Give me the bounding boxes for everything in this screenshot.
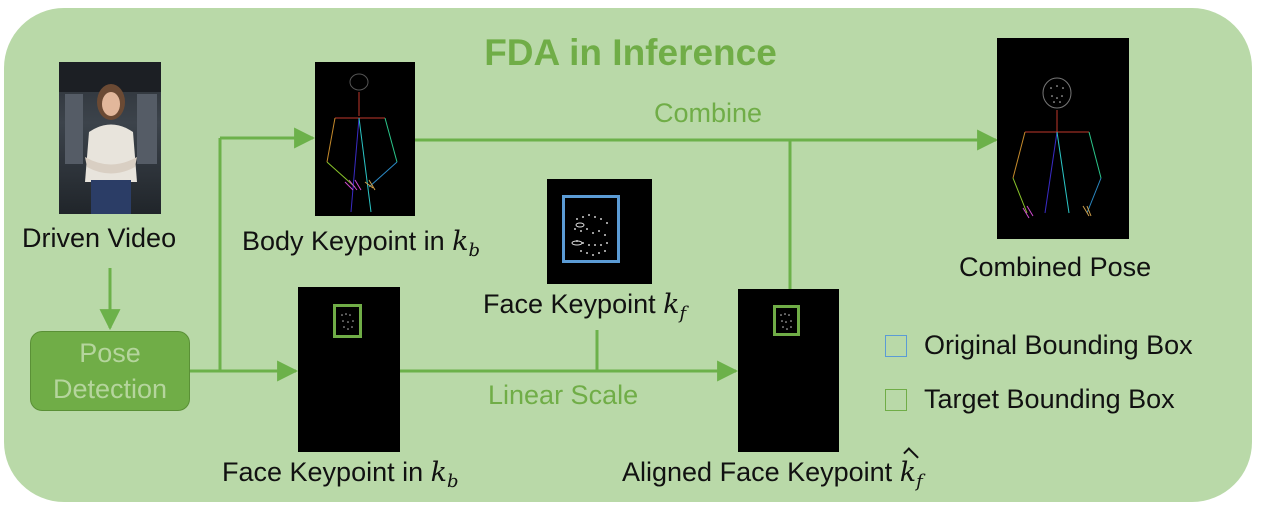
- target-bounding-box: [333, 304, 362, 338]
- face-keypoint-kb-label: Face Keypoint in kb: [222, 457, 459, 492]
- face-keypoint-kf-sub: f: [679, 303, 687, 324]
- aligned-face-text: Aligned Face Keypoint: [622, 457, 900, 487]
- combined-pose-label: Combined Pose: [959, 252, 1152, 282]
- legend-target-swatch: [885, 389, 907, 411]
- linear-scale-label: Linear Scale: [488, 380, 639, 410]
- body-keypoint-k: k: [452, 226, 469, 257]
- face-keypoint-kb-symbol: kb: [430, 457, 459, 492]
- aligned-face-sub: f: [916, 471, 923, 492]
- legend-target-label: Target Bounding Box: [924, 384, 1175, 414]
- pose-detection-box: Pose Detection: [30, 331, 190, 411]
- body-keypoint-sub: b: [468, 240, 481, 261]
- aligned-face-k-hat: k: [899, 457, 917, 488]
- small-face-mesh-graphic: [341, 313, 354, 330]
- body-keypoint-image: [315, 62, 415, 216]
- face-keypoint-kb-sub: b: [447, 471, 459, 492]
- face-keypoint-kf-text: Face Keypoint: [483, 289, 664, 319]
- face-keypoint-kb-k: k: [430, 457, 447, 488]
- skeleton-graphic: [326, 73, 398, 213]
- face-keypoint-kf-symbol: kf: [663, 289, 686, 324]
- aligned-face-mesh-graphic: [780, 313, 792, 330]
- diagram-title: FDA in Inference: [484, 32, 777, 73]
- aligned-target-bounding-box: [773, 305, 800, 336]
- combined-pose-image: [997, 38, 1129, 239]
- face-keypoint-kf-image: [547, 179, 652, 284]
- driven-video-label: Driven Video: [22, 223, 177, 253]
- original-bounding-box: [562, 195, 620, 263]
- body-keypoint-symbol: kb: [452, 226, 480, 261]
- legend-original-swatch: [885, 335, 907, 357]
- aligned-face-symbol: kf: [899, 457, 923, 492]
- pose-detection-label-line2: Detection: [52, 374, 168, 404]
- face-keypoint-kb-image: [298, 287, 400, 452]
- combined-skeleton-graphic: [1012, 77, 1102, 219]
- body-keypoint-text: Body Keypoint in: [242, 226, 453, 256]
- face-mesh-graphic: [571, 214, 608, 256]
- legend-original-label: Original Bounding Box: [924, 330, 1193, 360]
- body-keypoint-label: Body Keypoint in kb: [242, 226, 480, 261]
- face-keypoint-kf-k: k: [663, 289, 680, 320]
- combine-label: Combine: [654, 98, 763, 128]
- face-keypoint-kf-label: Face Keypoint kf: [483, 289, 686, 324]
- pose-detection-label-line1: Pose: [79, 338, 141, 368]
- person-photo-icon: [59, 62, 161, 214]
- face-keypoint-kb-text: Face Keypoint in: [222, 457, 431, 487]
- driven-video-thumbnail: [59, 62, 161, 214]
- aligned-face-keypoint-label: Aligned Face Keypoint kf: [622, 457, 923, 492]
- aligned-face-keypoint-image: [738, 289, 839, 452]
